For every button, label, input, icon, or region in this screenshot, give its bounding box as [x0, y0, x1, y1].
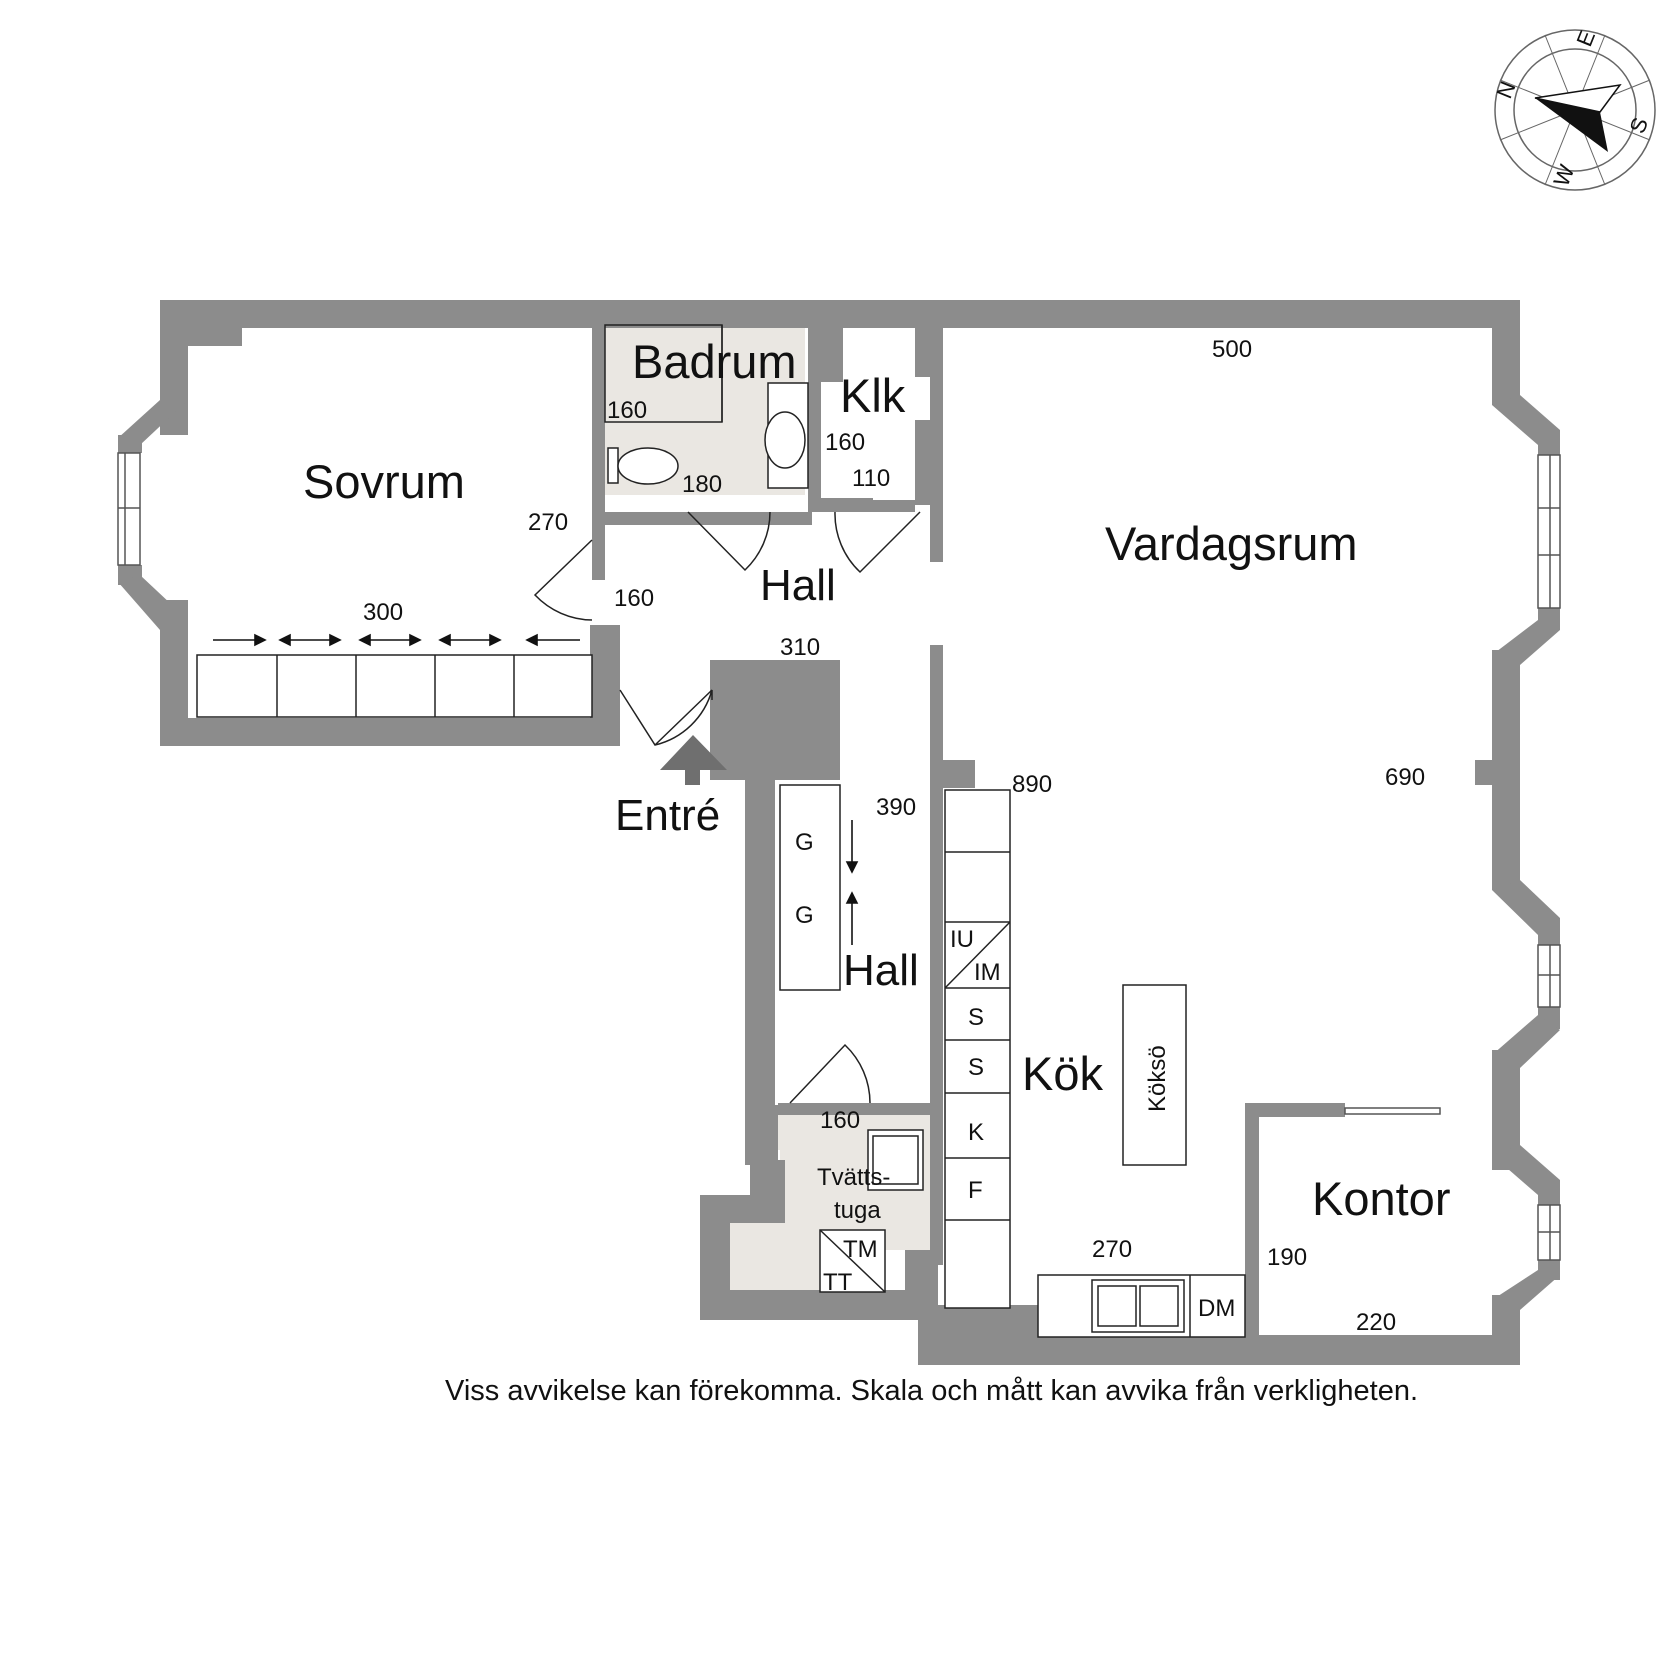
dim-vardagsrum-depth: 690: [1385, 764, 1425, 791]
room-label-entre: Entré: [615, 791, 720, 840]
dim-kok-length: 890: [1012, 771, 1052, 798]
appliance-k: K: [968, 1119, 984, 1146]
fixtures: [196, 324, 1246, 1338]
windows: [117, 452, 1561, 1261]
arrows: [213, 633, 859, 945]
room-label-sovrum: Sovrum: [303, 455, 465, 508]
dim-badrum-a: 160: [607, 397, 647, 424]
dim-kontor-b: 220: [1356, 1309, 1396, 1336]
room-label-badrum: Badrum: [632, 335, 797, 388]
appliance-iu: IU: [950, 926, 974, 953]
dim-hall-width: 310: [780, 634, 820, 661]
dim-sovrum-depth: 270: [528, 509, 568, 536]
appliance-dm: DM: [1198, 1295, 1235, 1322]
dim-klk-b: 110: [852, 465, 890, 492]
island-label-kokso: Köksö: [1144, 1045, 1171, 1112]
disclaimer-text: Viss avvikelse kan förekomma. Skala och …: [445, 1375, 1418, 1407]
room-label-tvattstuga-1: Tvätts-: [817, 1164, 890, 1191]
compass: N E S W: [1491, 27, 1656, 191]
dim-hall-lower: 390: [876, 794, 916, 821]
room-label-vardagsrum: Vardagsrum: [1105, 517, 1358, 570]
appliance-tm: TM: [843, 1236, 878, 1263]
room-label-tvattstuga-2: tuga: [834, 1197, 881, 1224]
dim-vardagsrum-width: 500: [1212, 336, 1252, 363]
room-label-klk: Klk: [840, 369, 906, 422]
appliance-f: F: [968, 1177, 983, 1204]
room-label-kok: Kök: [1022, 1047, 1103, 1100]
appliance-tt: TT: [823, 1269, 853, 1296]
dim-kontor-a: 190: [1267, 1244, 1307, 1271]
entrance-arrow: [660, 735, 727, 785]
dim-hall-upper: 160: [614, 585, 654, 612]
walls: [118, 300, 1560, 1365]
appliance-im: IM: [974, 959, 1001, 986]
dim-kok-bottom: 270: [1092, 1236, 1132, 1263]
compass-needle: [1535, 98, 1608, 152]
room-label-hall-upper: Hall: [760, 561, 836, 610]
doors: [533, 511, 921, 1104]
appliance-s-2: S: [968, 1054, 984, 1081]
room-label-hall-lower: Hall: [843, 946, 919, 995]
appliance-g-1: G: [795, 829, 814, 856]
appliance-s-1: S: [968, 1004, 984, 1031]
dim-badrum-b: 180: [682, 471, 722, 498]
dim-sovrum-width: 300: [363, 599, 403, 626]
dim-klk-a: 160: [825, 429, 865, 456]
appliance-g-2: G: [795, 902, 814, 929]
dim-tvattstuga: 160: [820, 1107, 860, 1134]
room-label-kontor: Kontor: [1312, 1172, 1450, 1225]
